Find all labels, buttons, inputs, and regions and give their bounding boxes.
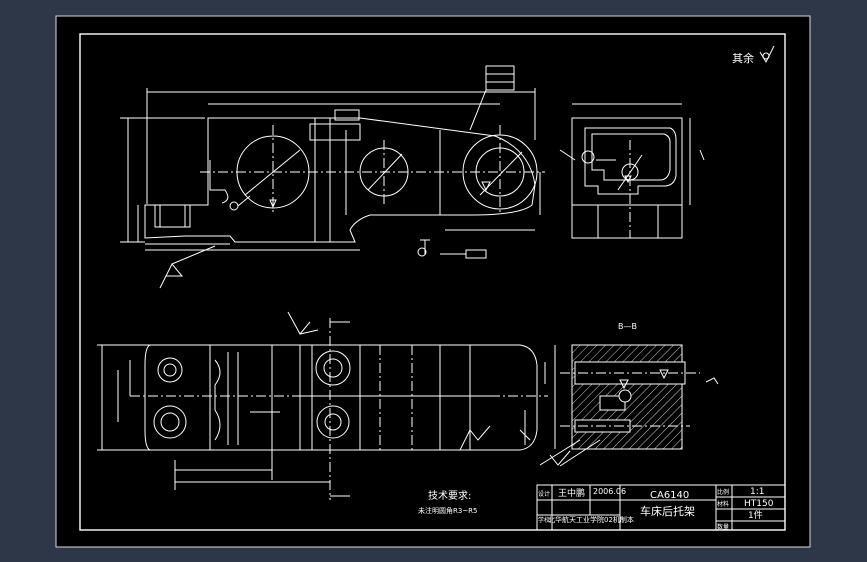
scale-value: 1:1: [750, 487, 764, 497]
scale-label: 比例: [717, 488, 729, 496]
tech-req-note: 未注明圆角R3~R5: [418, 506, 478, 515]
sheet-background: [55, 15, 811, 548]
roughness-note: 其余: [732, 51, 754, 65]
part-name: 车床后托架: [640, 504, 695, 518]
drawing-name: CA6140: [650, 490, 689, 501]
material-label: 材料: [717, 500, 729, 508]
top-view: [97, 311, 548, 500]
tech-req-title: 技术要求:: [428, 489, 471, 502]
school-label: 学校: [538, 516, 550, 524]
title-block: [536, 484, 786, 531]
side-view: [559, 103, 705, 239]
quantity-value: 1件: [748, 509, 763, 521]
school-name: 北华航天工业学院02机制本: [548, 515, 634, 524]
designer-label: 设计: [538, 490, 550, 498]
designer-name: 王中鹏: [558, 487, 585, 499]
section-label: B—B: [618, 322, 637, 331]
quantity-label: 数量: [717, 523, 729, 531]
material-value: HT150: [744, 499, 774, 509]
roughness-symbol-icon: [759, 45, 775, 64]
section-view: [539, 344, 719, 467]
front-view: [120, 65, 545, 289]
drawing-date: 2006.06: [593, 487, 626, 496]
drawing-border: [79, 33, 786, 531]
